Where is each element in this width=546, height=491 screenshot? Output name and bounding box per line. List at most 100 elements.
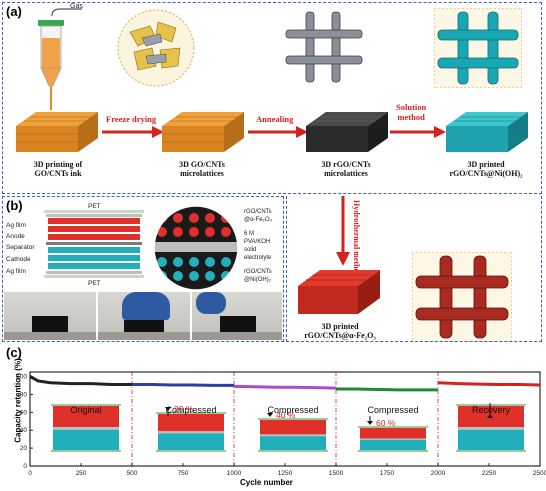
photo-compressed (98, 292, 190, 340)
stage-title-1: Compressed (165, 405, 216, 415)
stage-title-4: Recovery (472, 405, 511, 415)
stage-pet-top (358, 426, 428, 428)
series-line-4 (437, 381, 541, 387)
x-tick-label: 2500 (533, 470, 546, 477)
panel-b-frame (2, 196, 284, 342)
stage-cathode-layer (53, 429, 119, 450)
stage-separator-layer (53, 427, 119, 430)
series-line-3 (336, 387, 438, 392)
go-sheets-zoom (117, 9, 195, 87)
stage-pet-top (51, 404, 121, 406)
electrode-zoom-circle (153, 205, 239, 291)
x-tick-label: 0 (28, 470, 32, 477)
zoom-labels: rGO/CNTs @α-Fe₂O₃ 6 M PVA/KOH solid elec… (244, 209, 272, 283)
x-tick-label: 2000 (431, 470, 446, 477)
rgo-cnts-lattice-zoom (285, 11, 363, 83)
annealing-label: Annealing (256, 114, 294, 124)
solution-method-arrow (390, 126, 446, 138)
y-tick-label: 0 (23, 463, 27, 470)
stage-separator-layer (260, 434, 326, 437)
freeze-drying-arrow (102, 126, 164, 138)
hydrothermal-label: Hydrothermal method (352, 200, 361, 277)
stage-pct-3: 60 % (376, 418, 396, 428)
x-tick-label: 2250 (482, 470, 497, 477)
recovery-arrow-head (487, 414, 493, 418)
x-tick-label: 1250 (278, 470, 293, 477)
annealing-arrow (248, 126, 308, 138)
panel-a-letter: (a) (6, 4, 22, 19)
stage-title-3: Compressed (367, 405, 418, 415)
photo-original (4, 292, 96, 340)
compress-arrow-head (267, 413, 273, 417)
layer-label-ag-top: Ag film (6, 222, 26, 229)
x-tick-label: 500 (127, 470, 138, 477)
y-tick-label: 60 (20, 409, 28, 416)
y-tick-label: 80 (20, 391, 28, 398)
x-tick-label: 250 (76, 470, 87, 477)
stage-title-2: Compressed (267, 405, 318, 415)
compress-arrow-head (165, 407, 171, 411)
stage-separator-layer (458, 427, 524, 430)
series-line-0 (29, 375, 132, 387)
x-tick-label: 1000 (227, 470, 242, 477)
stage-cathode-layer (158, 433, 224, 450)
layer-label-cathode: Cathode (6, 256, 31, 263)
stage-pet-top (156, 412, 226, 414)
layer-label-pet-top: PET (88, 203, 101, 210)
layer-label-pet-bottom: PET (88, 280, 101, 287)
stage-pct-2: 40 % (276, 410, 296, 420)
stage-pet-top (456, 404, 526, 406)
panel-a-frame (2, 2, 542, 194)
x-axis-label: Cycle number (240, 478, 293, 487)
panel-c-letter: (c) (6, 345, 22, 360)
ni-oh2-lattice-zoom (434, 8, 522, 88)
x-tick-label: 750 (178, 470, 189, 477)
fe2o3-block (298, 270, 380, 314)
syringe-illustration (38, 8, 82, 110)
stage-pet-bottom (358, 450, 428, 452)
stage-anode-layer (260, 420, 326, 435)
y-tick-label: 100 (16, 373, 27, 380)
layer-label-ag-bottom: Ag film (6, 268, 26, 275)
stage-pet-top (258, 418, 328, 420)
rgo-cnts-microlattice-block (306, 112, 388, 152)
panel-b-letter: (b) (6, 198, 23, 213)
compress-arrow-head (367, 421, 373, 425)
y-tick-label: 20 (20, 445, 28, 452)
fe2o3-lattice-zoom (412, 252, 512, 342)
hydrothermal-arrow (336, 196, 350, 266)
photo-recovered (192, 292, 282, 340)
device-stack-illustration (44, 210, 144, 278)
stage-cathode-layer (458, 429, 524, 450)
stage-pet-bottom (51, 450, 121, 452)
stage-pct-1: 20 % (174, 404, 194, 414)
ni-oh2-block (446, 112, 528, 152)
stage-anode-layer (360, 428, 426, 439)
layer-label-separator: Separator (6, 244, 35, 251)
x-tick-label: 1500 (329, 470, 344, 477)
freeze-drying-label: Freeze drying (106, 114, 157, 124)
series-line-2 (233, 384, 337, 390)
gas-label: Gas (70, 3, 83, 10)
layer-label-anode: Anode (6, 233, 25, 240)
go-cnts-microlattice-block (162, 112, 244, 152)
stage-cathode-layer (360, 439, 426, 450)
stage-pet-bottom (456, 450, 526, 452)
go-cnts-ink-block (16, 112, 98, 152)
x-tick-label: 1750 (380, 470, 395, 477)
stage-anode-layer (53, 406, 119, 428)
stage-title-0: Original (70, 405, 101, 415)
stage-pet-bottom (156, 450, 226, 452)
stage-separator-layer (360, 438, 426, 440)
series-line-1 (132, 383, 234, 387)
panel-a-lower-frame (286, 196, 542, 342)
stage-separator-layer (158, 431, 224, 434)
stage-anode-layer (158, 414, 224, 432)
